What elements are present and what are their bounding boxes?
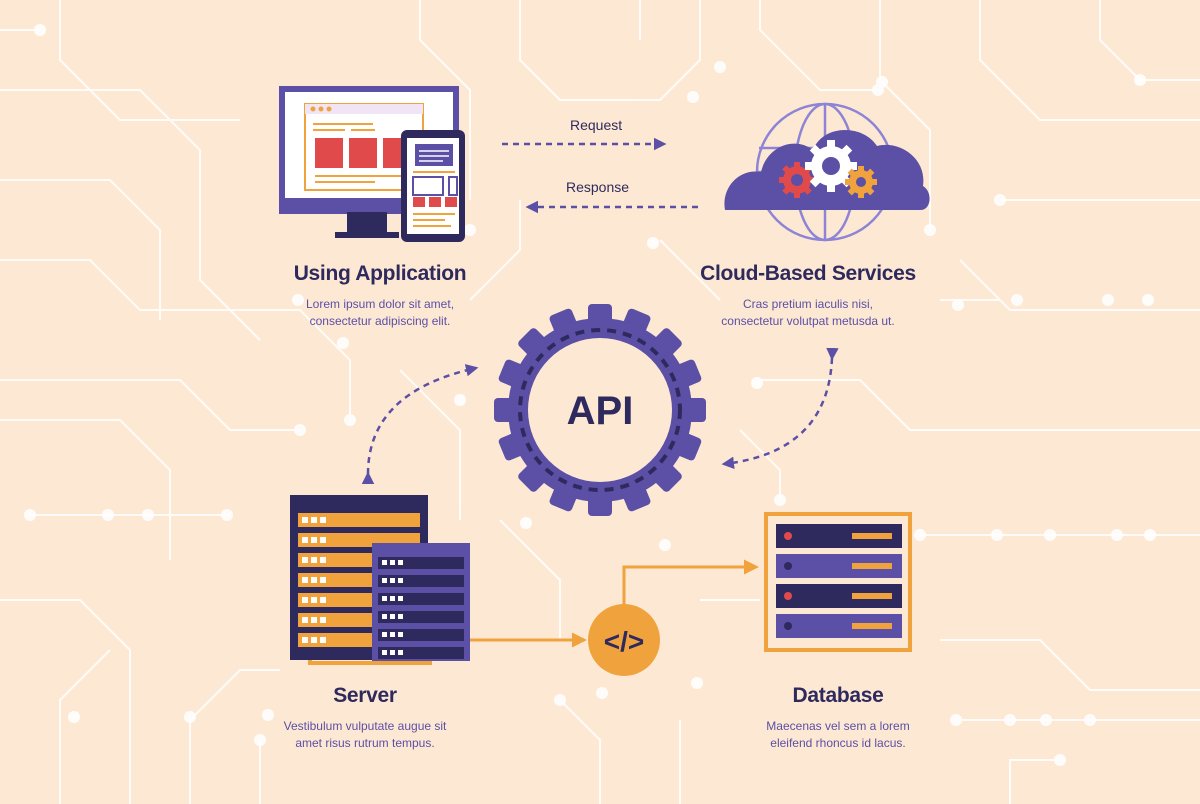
application-icon	[279, 86, 465, 242]
code-label: </>	[604, 626, 644, 657]
database-desc-line2: eleifend rhoncus id lacus.	[770, 736, 906, 750]
server-led	[398, 614, 403, 619]
server-led	[320, 577, 326, 583]
server-led	[382, 578, 387, 583]
database-title: Database	[792, 684, 884, 707]
database-bar	[852, 593, 892, 599]
server-led	[311, 537, 317, 543]
server-led	[311, 597, 317, 603]
server-led	[320, 617, 326, 623]
server-led	[302, 597, 308, 603]
server-led	[320, 637, 326, 643]
cloud-desc: Cras pretium iaculis nisi, consectetur v…	[678, 296, 938, 330]
server-led	[302, 557, 308, 563]
server-led	[390, 578, 395, 583]
server-desc-line1: Vestibulum vulputate augue sit	[283, 719, 447, 733]
application-desc-line1: Lorem ipsum dolor sit amet,	[305, 297, 455, 311]
cloud-title: Cloud-Based Services	[700, 262, 916, 285]
request-label: Request	[570, 117, 623, 133]
server-led	[390, 560, 395, 565]
server-led	[320, 517, 326, 523]
server-led	[302, 537, 308, 543]
server-led	[390, 596, 395, 601]
application-desc: Lorem ipsum dolor sit amet, consectetur …	[260, 296, 500, 330]
database-bar	[852, 533, 892, 539]
server-led	[320, 557, 326, 563]
server-led	[302, 637, 308, 643]
cloud-desc-line2: consectetur volutpat metusda ut.	[721, 314, 895, 328]
server-led	[390, 650, 395, 655]
server-led	[302, 577, 308, 583]
cloud-services-icon	[724, 102, 930, 242]
server-led	[398, 632, 403, 637]
server-led	[320, 537, 326, 543]
database-led	[784, 592, 792, 600]
database-led	[784, 562, 792, 570]
code-brackets-icon: </>	[588, 604, 660, 676]
server-led	[311, 617, 317, 623]
code-database-line	[622, 559, 759, 606]
server-label: Server Vestibulum vulputate augue sit am…	[265, 684, 465, 752]
server-led	[382, 632, 387, 637]
server-led	[311, 557, 317, 563]
server-title: Server	[333, 684, 397, 707]
application-desc-line2: consectetur adipiscing elit.	[309, 314, 451, 328]
application-title: Using Application	[293, 262, 467, 285]
server-led	[382, 650, 387, 655]
database-desc-line1: Maecenas vel sem a lorem	[766, 719, 910, 733]
server-led	[302, 517, 308, 523]
server-led	[390, 632, 395, 637]
server-slot	[298, 513, 420, 527]
server-led	[398, 578, 403, 583]
server-led	[320, 597, 326, 603]
cloud-desc-line1: Cras pretium iaculis nisi,	[742, 297, 874, 311]
server-led	[382, 560, 387, 565]
application-label: Using Application Lorem ipsum dolor sit …	[260, 262, 500, 330]
api-gear-icon: API	[494, 304, 706, 516]
database-icon	[764, 512, 912, 652]
database-bar	[852, 563, 892, 569]
server-led	[398, 650, 403, 655]
database-label: Database Maecenas vel sem a lorem eleife…	[738, 684, 938, 752]
gear-white-icon	[805, 140, 857, 192]
server-led	[382, 614, 387, 619]
database-led	[784, 532, 792, 540]
server-led	[398, 560, 403, 565]
gear-orange-icon	[845, 166, 877, 198]
server-led	[382, 596, 387, 601]
gear-red-icon	[779, 162, 815, 198]
app-api-arrow	[361, 364, 479, 485]
cloud-label: Cloud-Based Services Cras pretium iaculi…	[678, 262, 938, 330]
database-led	[784, 622, 792, 630]
api-label: API	[567, 389, 634, 433]
server-desc: Vestibulum vulputate augue sit amet risu…	[265, 718, 465, 752]
database-bar	[852, 623, 892, 629]
server-icon	[290, 495, 470, 665]
database-desc: Maecenas vel sem a lorem eleifend rhoncu…	[738, 718, 938, 752]
cloud-api-arrow	[721, 347, 839, 470]
server-led	[390, 614, 395, 619]
server-desc-line2: amet risus rutrum tempus.	[295, 736, 435, 750]
server-led	[311, 517, 317, 523]
server-led	[311, 577, 317, 583]
server-led	[398, 596, 403, 601]
server-led	[311, 637, 317, 643]
response-label: Response	[566, 179, 630, 195]
server-led	[302, 617, 308, 623]
